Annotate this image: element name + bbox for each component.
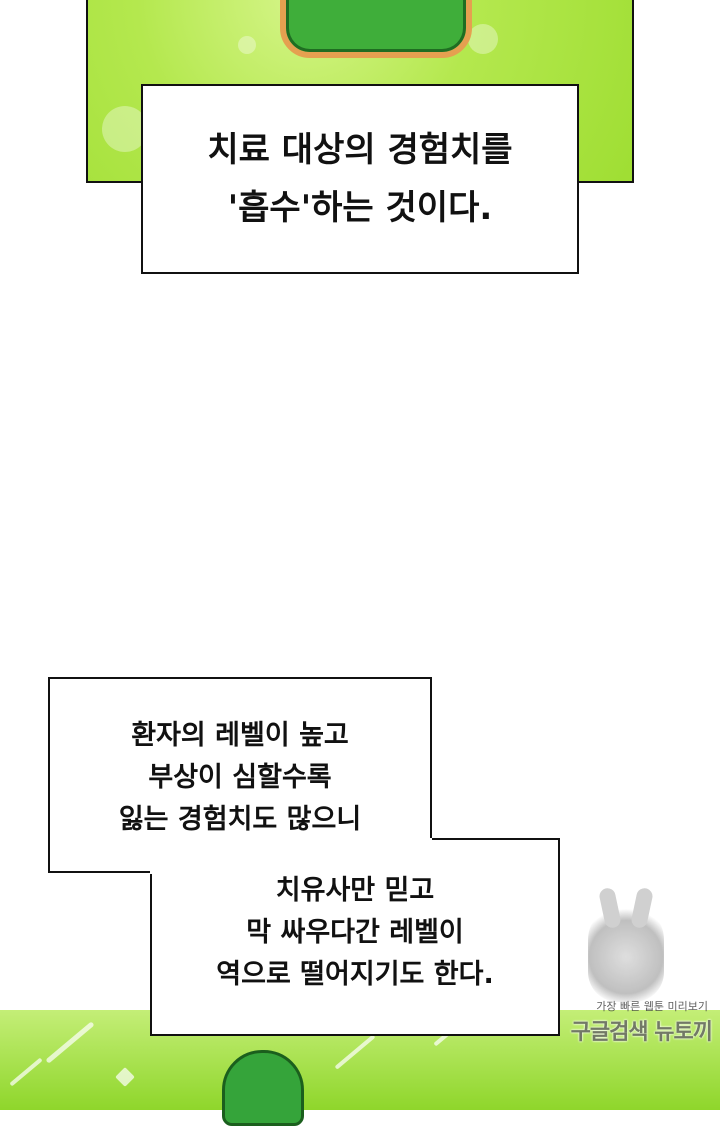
narration-line: 환자의 레벨이 높고 (131, 720, 349, 751)
bunny-mascot-icon (588, 886, 664, 1002)
watermark: 가장 빠른 웹툰 미리보기 구글검색 뉴토끼 (540, 886, 718, 1052)
narration-line: 역으로 떨어지기도 한다. (216, 959, 494, 990)
narration-line: 치료 대상의 경험치를 (207, 130, 513, 170)
watermark-brand: 구글검색 뉴토끼 (570, 1020, 713, 1045)
narration-line: '흡수'하는 것이다. (227, 188, 493, 228)
box-join-mask (150, 838, 432, 874)
narration-line: 치유사만 믿고 (275, 875, 435, 906)
sparkle-streak (9, 1057, 43, 1087)
bokeh-light (468, 24, 498, 54)
narration-line: 잃는 경험치도 많으니 (118, 804, 362, 835)
narration-line: 부상이 심할수록 (148, 762, 332, 793)
watermark-tagline: 가장 빠른 웹툰 미리보기 (596, 1000, 708, 1013)
sparkle-streak (334, 1034, 376, 1070)
narration-box-top: 치료 대상의 경험치를 '흡수'하는 것이다. (141, 84, 579, 274)
bokeh-light (238, 36, 256, 54)
sparkle-streak (115, 1067, 135, 1087)
narration-box-lower: 치유사만 믿고 막 싸우다간 레벨이 역으로 떨어지기도 한다. (150, 838, 560, 1036)
bunny-ear (630, 886, 654, 930)
narration-line: 막 싸우다간 레벨이 (246, 917, 464, 948)
bunny-ear (598, 886, 622, 930)
slime-creature (280, 0, 472, 58)
bokeh-light (102, 106, 148, 152)
clover-shaped-slime (222, 1050, 304, 1126)
sparkle-streak (45, 1021, 95, 1064)
